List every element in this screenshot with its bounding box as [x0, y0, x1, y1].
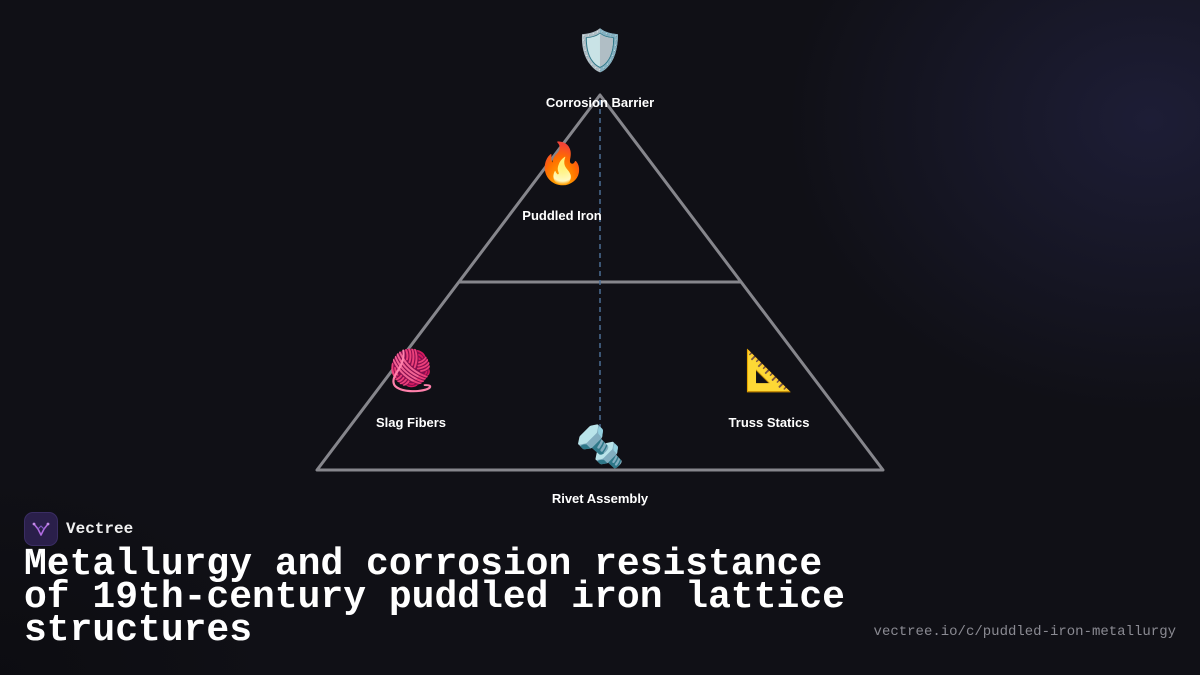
node-slag-fibers: 🧶 Slag Fibers: [376, 347, 446, 430]
node-puddled-iron: 🔥 Puddled Iron: [522, 140, 601, 223]
node-label: Slag Fibers: [375, 415, 447, 430]
triangular-ruler-icon: 📐: [744, 348, 794, 394]
page-title: Metallurgy and corrosion resistance of 1…: [24, 543, 845, 652]
node-truss-statics: 📐 Truss Statics: [729, 347, 810, 430]
brand: Vectree: [24, 512, 133, 546]
fire-icon: 🔥: [537, 141, 587, 187]
node-label: Truss Statics: [728, 415, 810, 430]
node-corrosion-barrier: 🛡️ Corrosion Barrier: [546, 27, 654, 110]
node-rivet-assembly: 🔩 Rivet Assembly: [552, 423, 648, 506]
shield-icon: 🛡️: [575, 28, 625, 74]
nut-and-bolt-icon: 🔩: [575, 424, 625, 470]
brand-name: Vectree: [66, 520, 134, 538]
node-label: Rivet Assembly: [551, 491, 649, 506]
source-url: vectree.io/c/puddled-iron-metallurgy: [873, 624, 1176, 640]
node-label: Corrosion Barrier: [545, 95, 655, 110]
vectree-logo-icon: [24, 512, 58, 546]
node-label: Puddled Iron: [522, 208, 602, 223]
yarn-icon: 🧶: [386, 348, 436, 394]
pyramid-outline: [315, 93, 885, 472]
